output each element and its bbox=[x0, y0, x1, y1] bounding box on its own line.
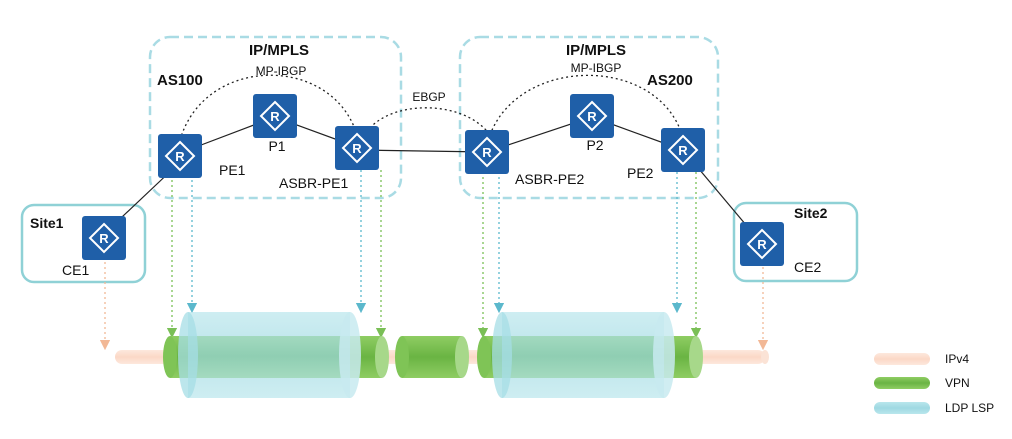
pe1-label: PE1 bbox=[219, 162, 246, 178]
router-ce2-icon: R bbox=[757, 237, 767, 252]
as100-title: IP/MPLS bbox=[249, 42, 309, 59]
legend-vpn: VPN bbox=[874, 376, 970, 390]
legend-ldp-label: LDP LSP bbox=[945, 401, 994, 415]
as200-title: IP/MPLS bbox=[566, 42, 626, 59]
as100-label: AS100 bbox=[157, 72, 203, 89]
p2-label: P2 bbox=[586, 137, 603, 153]
ce1-label: CE1 bbox=[62, 262, 89, 278]
router-p1: R bbox=[253, 94, 297, 138]
router-pe2-icon: R bbox=[678, 143, 688, 158]
as100-ibgp-label: MP-IBGP bbox=[256, 64, 307, 78]
site2-box bbox=[732, 201, 859, 283]
legend-ipv4-label: IPv4 bbox=[945, 352, 969, 366]
as200-region bbox=[458, 35, 720, 200]
ebgp-arc bbox=[369, 107, 491, 136]
legend-ipv4: IPv4 bbox=[874, 352, 969, 366]
mp-ibgp-arc-as200 bbox=[489, 74, 684, 139]
p1-label: P1 bbox=[268, 138, 285, 154]
router-asbr-pe2: R bbox=[465, 130, 509, 174]
site1-box bbox=[20, 203, 147, 284]
router-pe1-icon: R bbox=[175, 149, 185, 164]
legend-ldp: LDP LSP bbox=[874, 401, 994, 415]
ldp-tunnel-as100 bbox=[178, 312, 361, 398]
pe2-label: PE2 bbox=[627, 165, 654, 181]
router-pe1: R bbox=[158, 134, 202, 178]
asbr-pe2-label: ASBR-PE2 bbox=[515, 171, 584, 187]
ipv4-tunnel-end bbox=[761, 350, 769, 364]
vpn-tunnel-interas bbox=[395, 336, 469, 378]
router-p2-icon: R bbox=[587, 109, 597, 124]
as200-ibgp-label: MP-IBGP bbox=[571, 61, 622, 75]
router-ce1-icon: R bbox=[99, 231, 109, 246]
site2-label: Site2 bbox=[794, 205, 828, 221]
as100-region bbox=[148, 35, 403, 200]
asbr-pe1-label: ASBR-PE1 bbox=[279, 175, 348, 191]
ce2-label: CE2 bbox=[794, 259, 821, 275]
router-p2: R bbox=[570, 94, 614, 138]
site1-label: Site1 bbox=[30, 215, 64, 231]
ebgp-label: EBGP bbox=[412, 90, 445, 104]
router-asbr-pe2-icon: R bbox=[482, 145, 492, 160]
mp-ibgp-arc-as100 bbox=[179, 74, 357, 141]
router-asbr-pe1: R bbox=[335, 126, 379, 170]
router-p1-icon: R bbox=[270, 109, 280, 124]
router-asbr-pe1-icon: R bbox=[352, 141, 362, 156]
legend-vpn-label: VPN bbox=[945, 376, 970, 390]
as200-label: AS200 bbox=[647, 72, 693, 89]
ldp-tunnel-as200 bbox=[492, 312, 675, 398]
router-ce1: R bbox=[82, 216, 126, 260]
router-ce2: R bbox=[740, 222, 784, 266]
legend: IPv4 VPN LDP LSP bbox=[874, 352, 994, 415]
router-pe2: R bbox=[661, 128, 705, 172]
